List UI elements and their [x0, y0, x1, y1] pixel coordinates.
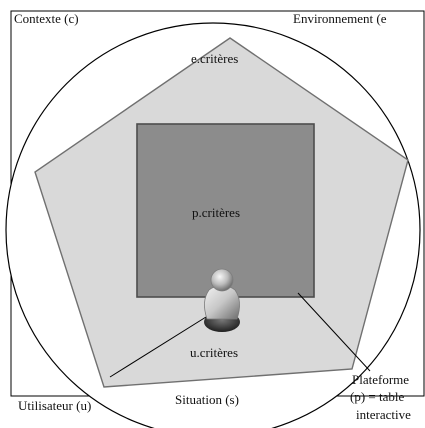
platform-leader-line: [297, 292, 371, 372]
e-criteria-label: e.critères: [191, 51, 238, 66]
u-criteria-label: u.critères: [190, 345, 238, 360]
environment-label: Environnement (e: [293, 11, 387, 26]
platform-label-line-2: (p) = table: [350, 389, 404, 404]
user-label: Utilisateur (u): [18, 398, 91, 413]
platform-square: [136, 123, 315, 298]
situation-label: Situation (s): [175, 392, 239, 407]
user-leader-line: [109, 316, 207, 378]
context-label: Contexte (c): [14, 11, 79, 26]
user-figure-icon: [204, 268, 240, 332]
platform-label-line-3: interactive: [356, 407, 411, 422]
platform-label-line-1: Plateforme: [352, 372, 409, 387]
p-criteria-label: p.critères: [192, 205, 240, 220]
